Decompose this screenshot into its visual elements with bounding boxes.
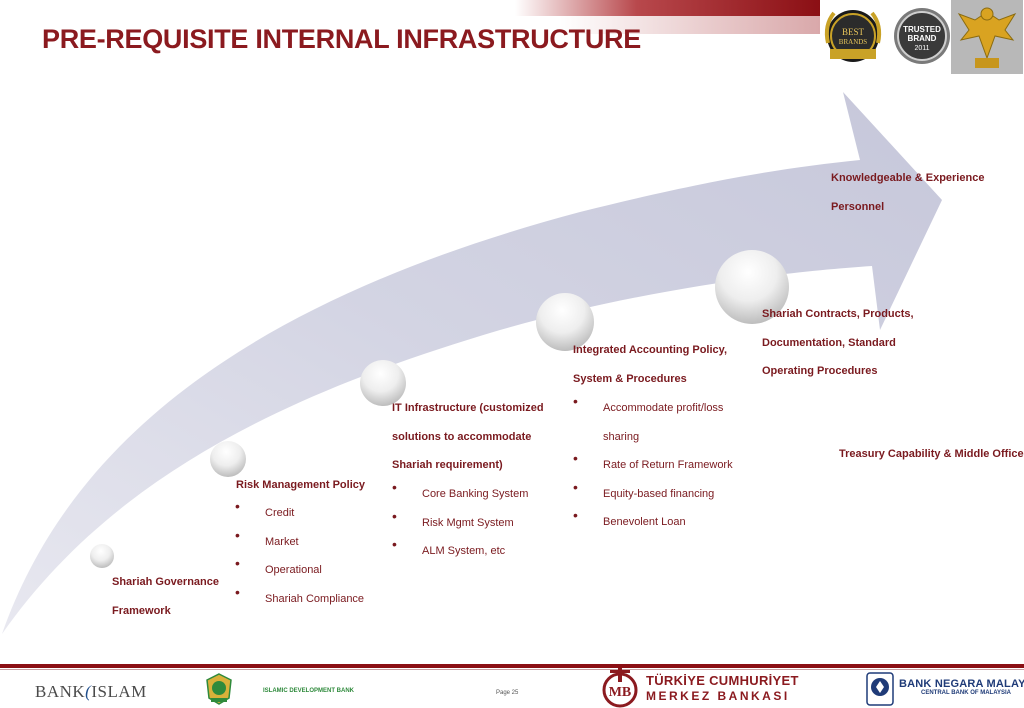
step-it-infrastructure: IT Infrastructure (customized solutions … [392, 394, 544, 480]
list-item-text: Benevolent Loan [603, 516, 686, 528]
step-node-4 [536, 293, 594, 351]
list-item: • Rate of Return Framework [573, 450, 733, 480]
header-decor-band-light [560, 16, 820, 34]
list-item: • Shariah Compliance [235, 584, 365, 614]
best-brands-badge-icon: BEST BRANDS [824, 10, 882, 62]
list-item-text: Credit [265, 507, 295, 519]
list-item-text: sharing [603, 430, 640, 443]
list-item-text: Risk Mgmt System [422, 516, 514, 529]
bullet-dot: • [573, 507, 578, 523]
step-label-line: Framework [112, 604, 171, 617]
bullet-dot: • [392, 479, 397, 495]
step-label-line: solutions to accommodate [392, 430, 532, 443]
list-item-text: Operational [265, 564, 322, 576]
list-item-text: Rate of Return Framework [603, 459, 733, 471]
trusted-brand-badge-icon: TRUSTED BRAND 2011 [894, 8, 950, 64]
step-treasury: Treasury Capability & Middle Office [839, 440, 1024, 469]
list-item: • Equity-based financing [573, 479, 733, 509]
page-title: PRE-REQUISITE INTERNAL INFRASTRUCTURE [42, 24, 641, 54]
bullet-dot: • [235, 583, 240, 600]
step-personnel: Knowledgeable & Experience Personnel [831, 164, 984, 221]
list-item-continuation: sharing [573, 423, 733, 452]
step-node-3 [360, 360, 406, 406]
best-brands-badge-text-1: BEST [842, 27, 865, 37]
tcmb-name-line2: MERKEZ BANKASI [646, 689, 790, 703]
tcmb-name-line1: TÜRKİYE CUMHURİYET [646, 673, 799, 688]
list-item: • Core Banking System [392, 479, 529, 509]
footer-divider [0, 664, 1024, 668]
step-label-line: Shariah Governance [112, 576, 219, 588]
list-item-text: Equity-based financing [603, 487, 715, 500]
bank-islam-logo-text-b: ISLAM [91, 682, 147, 701]
bullet-dot: • [235, 498, 240, 514]
award-badges: BEST BRANDS TRUSTED BRAND 2011 [818, 0, 1024, 74]
list-item-text: Accommodate profit/loss [603, 402, 724, 414]
step-node-2 [210, 441, 246, 477]
risk-management-bullets: • Credit • Market • Operational • Shariah Co… [235, 498, 365, 614]
list-item-text: ALM System, etc [422, 545, 506, 557]
step-label-line: System & Procedures [573, 372, 687, 385]
list-item: • ALM System, etc [392, 536, 528, 566]
step-accounting-policy: Integrated Accounting Policy, System & P… [573, 336, 727, 393]
bullet-dot: • [235, 555, 240, 571]
bank-islam-logo-crescent-icon: ( [85, 682, 92, 701]
step-node-5 [715, 250, 789, 324]
bnm-name-line2: CENTRAL BANK OF MALAYSIA [921, 690, 1012, 696]
bank-islam-logo: BANK(ISLAM [35, 682, 147, 702]
step-risk-management: Risk Management Policy [236, 471, 365, 500]
svg-text:MB: MB [609, 685, 632, 700]
bullet-dot: • [235, 526, 240, 543]
idb-emblem-icon [206, 673, 232, 705]
step-label-line: Knowledgeable & Experience [831, 172, 985, 184]
list-item: • Credit [235, 498, 364, 528]
bullet-dot: • [573, 478, 578, 495]
step-label-line: Operating Procedures [762, 365, 878, 377]
list-item-text: Core Banking System [422, 488, 529, 500]
step-label-line: Risk Management Policy [236, 479, 365, 491]
step-label-line: Shariah Contracts, Products, [762, 308, 914, 320]
idb-name: ISLAMIC DEVELOPMENT BANK [263, 688, 355, 694]
step-label-line: Documentation, Standard [762, 336, 896, 349]
trusted-brand-text-3: 2011 [914, 45, 929, 52]
eagle-award-icon [951, 0, 1023, 74]
best-brands-badge-text-2: BRANDS [839, 38, 868, 46]
step-shariah-governance: Shariah Governance Framework [112, 568, 219, 625]
bank-islam-logo-text-a: BANK [35, 682, 86, 701]
it-infrastructure-bullets: • Core Banking System • Risk Mgmt System •… [392, 479, 529, 566]
bullet-dot: • [573, 450, 578, 466]
list-item: • Accommodate profit/loss [573, 393, 733, 423]
bullet-dot: • [392, 536, 397, 552]
bnm-emblem-icon [866, 672, 894, 706]
step-node-1 [90, 544, 114, 568]
list-item: • Operational [235, 555, 364, 585]
trusted-brand-text-1: TRUSTED [903, 25, 941, 34]
page-number: Page 25 [496, 690, 519, 696]
bullet-dot: • [573, 393, 578, 409]
list-item: • Risk Mgmt System [392, 508, 528, 538]
step-label-line: Integrated Accounting Policy, [573, 344, 728, 356]
list-item-text: Shariah Compliance [265, 592, 365, 605]
list-item: • Market [235, 527, 364, 557]
step-label-line: IT Infrastructure (customized [392, 402, 544, 414]
header-decor-band [515, 0, 820, 16]
step-label-line: Treasury Capability & Middle Office [839, 448, 1024, 460]
accounting-policy-bullets: • Accommodate profit/loss sharing • Rate o… [573, 393, 733, 537]
step-shariah-contracts: Shariah Contracts, Products, Documentati… [762, 300, 914, 386]
bnm-name-line1: BANK NEGARA MALAYSIA [899, 678, 1024, 690]
footer-divider-thin [0, 669, 1024, 670]
list-item-text: Market [265, 535, 299, 548]
bullet-dot: • [392, 507, 397, 524]
step-label-line: Personnel [831, 200, 885, 213]
tcmb-emblem-icon: MB [602, 668, 638, 708]
list-item: • Benevolent Loan [573, 507, 733, 537]
trusted-brand-text-2: BRAND [908, 34, 937, 43]
step-label-line: Shariah requirement) [392, 459, 503, 471]
growth-arrow [2, 92, 942, 634]
